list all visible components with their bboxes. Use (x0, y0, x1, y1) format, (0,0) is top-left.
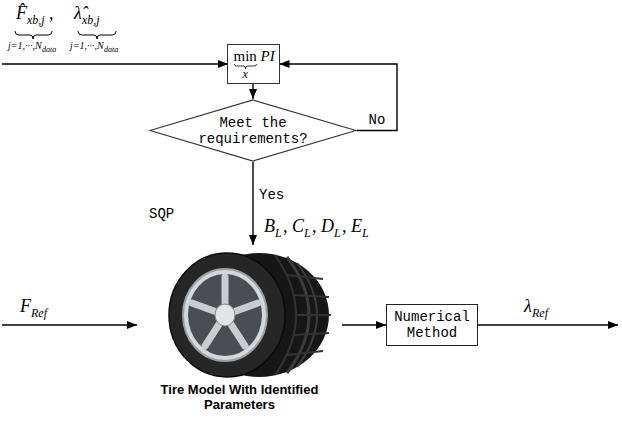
process-box: Numerical Method (386, 304, 478, 346)
output-arrow (478, 324, 618, 325)
math-label: F̂ (16, 4, 27, 22)
math-label: xb,j (82, 14, 100, 26)
math-label: λ (524, 297, 532, 315)
flow-arrow (252, 84, 253, 99)
math-label: E (351, 217, 362, 235)
math-label: j=1,···,N (8, 41, 42, 51)
node-text: x (243, 68, 248, 81)
math-label: , (342, 217, 347, 235)
math-label: j=1,···,N (70, 41, 104, 51)
math-label: L (362, 227, 369, 239)
decision-diamond: Meet the requirements? (149, 99, 357, 162)
input-arrow (2, 324, 137, 325)
node-text: Numerical Method (394, 309, 470, 341)
underbrace (78, 31, 116, 39)
diamond-outline (150, 100, 356, 161)
math-label: D (321, 217, 334, 235)
math-label: L (304, 227, 311, 239)
node-text: Meet the requirements? (191, 115, 315, 147)
edge-label: Yes (259, 187, 284, 203)
math-label: B (264, 217, 275, 235)
flow-arrow (252, 162, 253, 245)
math-label: L (275, 227, 282, 239)
math-label: λ̂ (74, 4, 82, 22)
node-text: Tire Model With Identified Parameters (151, 382, 328, 412)
model-region: Tire Model With Identified Parameters (137, 245, 342, 417)
node-text: PI (261, 48, 275, 65)
math-label: Ref (532, 307, 548, 319)
math-label: , (312, 217, 317, 235)
math-label: F (20, 297, 31, 315)
math-label: , (49, 4, 54, 22)
math-label: Ref (31, 307, 47, 319)
math-label: data (42, 46, 56, 54)
process-box: min x PI (227, 44, 280, 84)
node-text: SQP (149, 206, 174, 222)
math-label: xb,j (27, 14, 45, 26)
flow-arrow (342, 324, 386, 325)
math-label: , (283, 217, 288, 235)
underbrace (15, 31, 52, 39)
input-arrow (2, 63, 228, 64)
math-label: C (292, 217, 304, 235)
node-text: min (234, 48, 257, 65)
math-label: L (334, 227, 341, 239)
edge-label: No (369, 112, 386, 128)
math-label: data (104, 46, 118, 54)
